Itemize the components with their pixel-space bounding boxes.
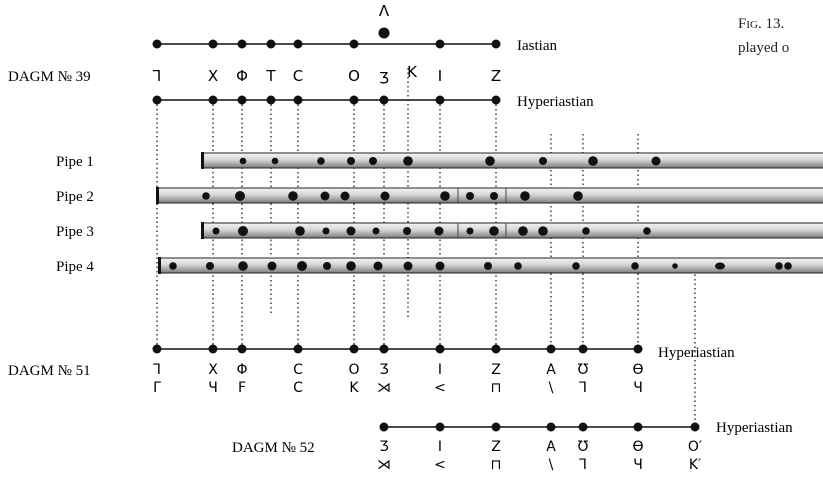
- dagm-39-notes: Ꞁ Χ Φ Τ C Ο Ʒ Κ Ι Z: [153, 63, 501, 87]
- note-symbol: ⊓: [491, 457, 502, 473]
- note-symbol: \: [549, 380, 554, 396]
- figure-caption: Fig. 13. played o: [738, 12, 789, 60]
- pipe-4-holes: [169, 261, 792, 271]
- dotted-guide-lines: [156, 68, 696, 427]
- note-symbol: Ʒ: [379, 362, 388, 378]
- dagm-39-table: DAGM № 39 Λ Iastian Ꞁ Χ Φ Τ C Ο Ʒ Κ Ι Z: [8, 2, 594, 110]
- extra-note-label: Λ: [379, 2, 390, 20]
- dagm-51-vocal-notes: Ꞁ Χ Φ C Ο Ʒ Ι Z Α Ʊ Ɵ: [153, 362, 643, 378]
- note-symbol: Ʊ: [578, 439, 589, 455]
- note-symbol: Ι: [438, 439, 442, 455]
- dagm-51-instrumental-notes: Γ Ч F C Κ ⋊ < ⊓ \ Ꞁ Ч: [153, 380, 643, 396]
- note-symbol: Ч: [633, 457, 643, 473]
- dagm-39-label: DAGM № 39: [8, 69, 91, 85]
- note-symbol: Κ: [349, 380, 359, 396]
- hyperiastian-label-51: Hyperiastian: [658, 345, 735, 361]
- note-symbol: Ɵ: [632, 362, 643, 378]
- note-symbol: K′: [689, 457, 701, 473]
- figure-label: Fig. 13.: [738, 16, 785, 32]
- note-symbol: ⋊: [377, 380, 391, 396]
- pipe-4: Pipe 4: [56, 257, 823, 275]
- caption-line-2: played o: [738, 40, 790, 56]
- note-symbol: ⋊: [377, 457, 391, 473]
- note-symbol: <: [434, 457, 446, 473]
- pipe-1-tube: [202, 152, 823, 169]
- hyperiastian-label-39: Hyperiastian: [517, 94, 594, 110]
- note-symbol: Φ: [236, 67, 248, 85]
- iastian-label: Iastian: [517, 38, 557, 54]
- note-symbol: Τ: [265, 67, 276, 85]
- pipe-2-holes: [202, 191, 583, 201]
- note-symbol: Ι: [438, 67, 442, 85]
- pipe-2: Pipe 2: [56, 187, 823, 205]
- note-symbol: C: [293, 380, 303, 396]
- note-symbol: F: [238, 380, 246, 396]
- pipe-3-holes: [212, 226, 651, 236]
- pipes: Pipe 1 Pipe 2: [56, 152, 823, 275]
- note-symbol: Ч: [208, 380, 218, 396]
- note-symbol: Ι: [438, 362, 442, 378]
- note-symbol: \: [549, 457, 554, 473]
- note-symbol: Ꞁ: [153, 362, 161, 378]
- pipe-1-label: Pipe 1: [56, 154, 94, 170]
- dagm-52-label: DAGM № 52: [232, 440, 315, 456]
- dagm-52-instrumental-notes: ⋊ < ⊓ \ Ꞁ Ч K′: [377, 457, 701, 473]
- dagm-51-label: DAGM № 51: [8, 363, 91, 379]
- note-symbol: Ʒ: [379, 69, 389, 87]
- note-symbol: Χ: [208, 362, 218, 378]
- hyperiastian-label-52: Hyperiastian: [716, 420, 793, 436]
- note-symbol: Ʒ: [379, 439, 388, 455]
- note-symbol: Ɵ: [632, 439, 643, 455]
- note-symbol: Ο: [348, 362, 359, 378]
- note-symbol: Ο′: [688, 439, 702, 455]
- note-symbol: C: [293, 362, 303, 378]
- note-symbol: Φ: [236, 362, 247, 378]
- note-symbol: Z: [491, 439, 501, 455]
- note-symbol: Χ: [208, 67, 218, 85]
- note-symbol: Ꞁ: [579, 457, 587, 473]
- note-symbol: Z: [491, 67, 501, 85]
- dagm-52-vocal-notes: Ʒ Ι Z Α Ʊ Ɵ Ο′: [379, 439, 702, 455]
- note-symbol: Α: [546, 439, 556, 455]
- note-symbol: C: [293, 67, 303, 85]
- pipe-3: Pipe 3: [56, 222, 823, 240]
- note-symbol: Ꞁ: [153, 67, 161, 85]
- note-symbol: Γ: [153, 380, 161, 396]
- pipe-4-label: Pipe 4: [56, 259, 94, 275]
- note-symbol: ⊓: [491, 380, 502, 396]
- note-symbol: Ʊ: [578, 362, 589, 378]
- note-symbol: Z: [491, 362, 501, 378]
- pipe-1: Pipe 1: [56, 152, 823, 170]
- pipe-1-holes: [239, 156, 661, 166]
- note-symbol: Ꞁ: [579, 380, 587, 396]
- dagm-52-table: DAGM № 52 Hyperiastian Ʒ Ι Z Α Ʊ Ɵ Ο′ ⋊ …: [232, 420, 793, 473]
- note-symbol: Ч: [633, 380, 643, 396]
- dagm-51-table: DAGM № 51 Hyperiastian Ꞁ Χ Φ C Ο Ʒ Ι Z Α…: [8, 344, 735, 396]
- note-symbol: Κ: [407, 63, 418, 81]
- note-symbol: <: [434, 380, 446, 396]
- note-symbol: Α: [546, 362, 556, 378]
- extra-note-dot: [378, 27, 390, 39]
- pipe-3-label: Pipe 3: [56, 224, 94, 240]
- pipe-2-label: Pipe 2: [56, 189, 94, 205]
- note-symbol: Ο: [348, 67, 360, 85]
